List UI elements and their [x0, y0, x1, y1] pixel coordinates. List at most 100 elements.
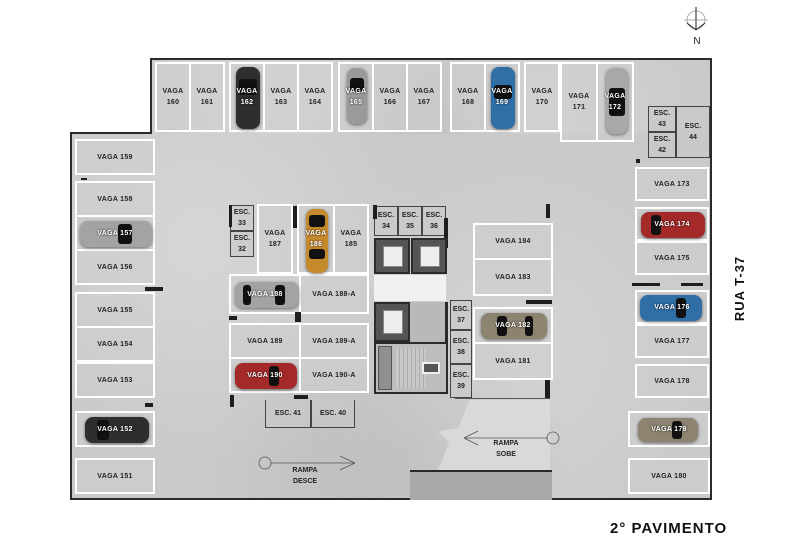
storage-unit-39[interactable]: ESC.39: [450, 364, 472, 398]
car-blue-icon: [640, 295, 702, 321]
ramp-down-arrow-icon: [258, 455, 356, 471]
storage-unit-40[interactable]: ESC. 40: [311, 400, 355, 428]
storage-unit-42[interactable]: ESC.42: [648, 132, 676, 158]
column-post: [681, 283, 703, 286]
parking-spot-173[interactable]: VAGA 173: [635, 167, 709, 201]
parking-spot-157[interactable]: VAGA 157: [75, 215, 155, 251]
column-post: [295, 312, 301, 322]
column-post: [230, 395, 234, 407]
storage-unit-41[interactable]: ESC. 41: [265, 400, 311, 428]
column-post: [373, 205, 377, 219]
smoke-vent-icon: [422, 362, 440, 374]
car-red-icon: [235, 363, 297, 389]
car-gold-icon: [306, 209, 328, 273]
parking-spot-188-a[interactable]: VAGA 188-A: [299, 274, 369, 314]
elevator-2: [411, 238, 447, 274]
parking-spot-153[interactable]: VAGA 153: [75, 362, 155, 398]
lobby: [374, 275, 446, 301]
stair-hall: [410, 302, 448, 342]
car-silver-icon: [80, 221, 152, 247]
street-label: RUA T-37: [732, 255, 748, 321]
stair-treads: [396, 348, 426, 388]
parking-spot-175[interactable]: VAGA 175: [635, 241, 709, 275]
column-post: [545, 380, 550, 398]
column-post: [444, 218, 448, 248]
storage-unit-33[interactable]: ESC.33: [230, 205, 254, 231]
car-black-icon: [85, 417, 149, 443]
parking-spot-180[interactable]: VAGA 180: [628, 458, 710, 494]
car-red-icon: [641, 212, 705, 238]
ramp-up-arrow-icon: [463, 430, 560, 446]
parking-spot-183[interactable]: VAGA 183: [473, 258, 553, 296]
parking-spot-178[interactable]: VAGA 178: [635, 364, 709, 398]
storage-unit-43[interactable]: ESC.43: [648, 106, 676, 132]
storage-unit-38[interactable]: ESC.38: [450, 330, 472, 364]
column-post: [293, 206, 297, 228]
floor-title: 2° PAVIMENTO: [610, 520, 728, 537]
parking-spot-174[interactable]: VAGA 174: [635, 207, 709, 241]
car-blue-icon: [491, 67, 515, 129]
parking-spot-154[interactable]: VAGA 154: [75, 326, 155, 362]
ramp-up-wall: [410, 470, 552, 472]
parking-spot-155[interactable]: VAGA 155: [75, 292, 155, 328]
parking-spot-190-a[interactable]: VAGA 190-A: [299, 357, 369, 393]
column-post: [145, 287, 163, 291]
parking-spot-179[interactable]: VAGA 179: [628, 411, 710, 447]
column-post: [145, 403, 153, 407]
stair-shaft-icon: [378, 346, 392, 390]
parking-spot-184[interactable]: VAGA 184: [473, 223, 553, 260]
parking-spot-176[interactable]: VAGA 176: [635, 290, 709, 324]
parking-spot-189-a[interactable]: VAGA 189-A: [299, 323, 369, 359]
stairwell: [374, 342, 448, 394]
parking-spot-152[interactable]: VAGA 152: [75, 411, 155, 447]
storage-unit-32[interactable]: ESC.32: [230, 231, 254, 257]
car-black-icon: [236, 67, 260, 129]
column-post: [636, 159, 640, 163]
parking-spot-182[interactable]: VAGA 182: [473, 307, 553, 344]
wall-segment: [455, 398, 550, 399]
parking-spot-159[interactable]: VAGA 159: [75, 139, 155, 175]
parking-spot-189[interactable]: VAGA 189: [229, 323, 301, 359]
column-post: [526, 300, 552, 304]
wall-segment: [70, 132, 152, 134]
car-beige-icon: [481, 313, 547, 339]
storage-unit-37[interactable]: ESC.37: [450, 300, 472, 330]
storage-unit-35[interactable]: ESC.35: [398, 206, 422, 236]
elevator-1: [374, 238, 410, 274]
column-post: [632, 283, 660, 286]
parking-spot-190[interactable]: VAGA 190: [229, 357, 301, 393]
storage-unit-36[interactable]: ESC.36: [422, 206, 446, 236]
storage-unit-44[interactable]: ESC.44: [676, 106, 710, 158]
parking-spot-158[interactable]: VAGA 158: [75, 181, 155, 217]
north-label: N: [693, 36, 701, 47]
column-post: [546, 204, 550, 218]
car-silver-icon: [606, 68, 628, 134]
car-beige-icon: [638, 418, 698, 442]
car-silver-icon: [347, 68, 367, 124]
parking-spot-188[interactable]: VAGA 188: [229, 274, 301, 314]
parking-spot-181[interactable]: VAGA 181: [473, 342, 553, 380]
parking-spot-156[interactable]: VAGA 156: [75, 249, 155, 285]
parking-spot-151[interactable]: VAGA 151: [75, 458, 155, 494]
storage-unit-34[interactable]: ESC.34: [374, 206, 398, 236]
column-post: [294, 395, 308, 399]
parking-spot-177[interactable]: VAGA 177: [635, 324, 709, 358]
